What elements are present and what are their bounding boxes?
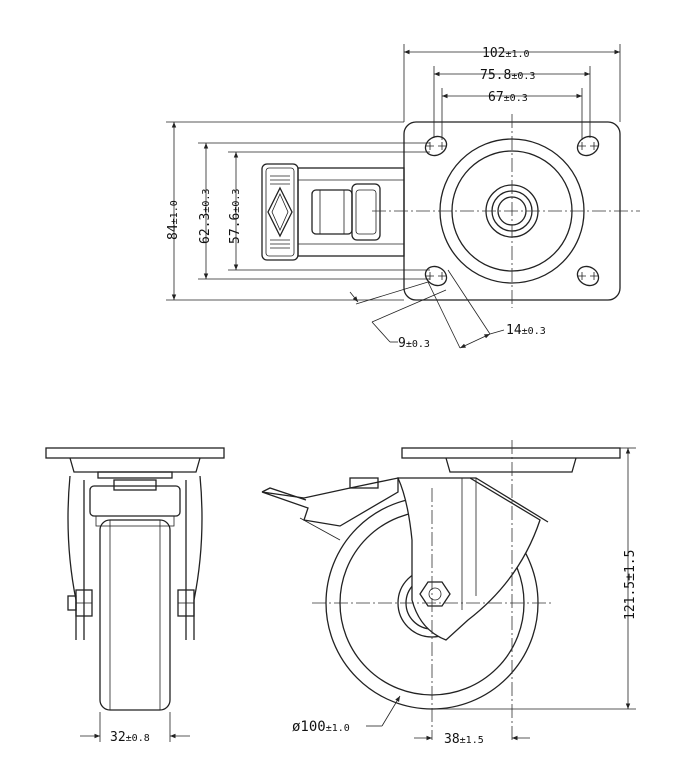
hole-top-left	[424, 135, 448, 157]
dim-slot-length: 14±0.3	[506, 323, 546, 338]
dim-hole-span-inner: 67±0.3	[488, 90, 528, 105]
dim-hole-height-outer: 62.3±0.3	[198, 189, 213, 244]
front-view	[45, 447, 225, 742]
dim-plate-height: 84±1.0	[166, 200, 181, 240]
hole-bottom-left	[424, 265, 448, 287]
dim-offset: 38±1.5	[444, 732, 484, 747]
dim-slot-width: 9±0.3	[398, 336, 430, 351]
hole-bottom-right	[576, 265, 600, 287]
dimension-labels: 102±1.0 75.8±0.3 67±0.3 84±1.0 62.3±0.3 …	[110, 46, 638, 747]
dim-hole-span-outer: 75.8±0.3	[480, 68, 535, 83]
mounting-holes	[424, 135, 600, 287]
top-view	[166, 44, 640, 349]
brake-pedal-top	[261, 163, 405, 261]
dim-hole-height-inner: 57.6±0.3	[228, 189, 243, 244]
dim-wheel-diameter: ø100±1.0	[292, 719, 350, 735]
dim-wheel-width: 32±0.8	[110, 730, 150, 745]
front-plate	[45, 447, 225, 459]
front-wheel	[99, 519, 171, 711]
side-view	[261, 440, 636, 741]
hole-top-right	[576, 135, 600, 157]
dim-plate-width: 102±1.0	[482, 46, 530, 61]
side-plate	[401, 447, 621, 459]
dim-total-height: 121.5±1.5	[623, 550, 638, 620]
